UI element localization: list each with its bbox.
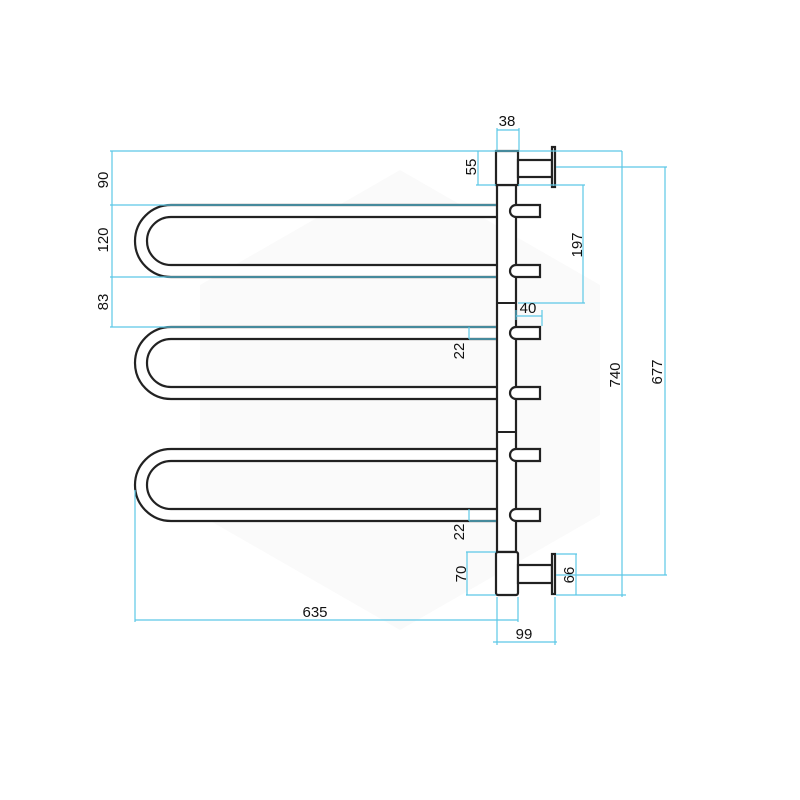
dim-22-top: 22 — [451, 343, 468, 360]
bottom-mount — [494, 550, 557, 597]
dimension-lines — [110, 128, 667, 645]
dim-740: 740 — [607, 362, 624, 387]
dim-22-bottom: 22 — [451, 524, 468, 541]
dim-40: 40 — [520, 300, 537, 317]
dim-99: 99 — [516, 626, 533, 643]
dim-55: 55 — [463, 159, 480, 176]
top-mount — [494, 145, 557, 189]
dim-66: 66 — [561, 567, 578, 584]
stubs — [508, 203, 542, 523]
dim-197: 197 — [569, 232, 586, 257]
dim-70: 70 — [453, 566, 470, 583]
vertical-bar — [495, 183, 518, 554]
dim-83: 83 — [95, 294, 112, 311]
towel-loops — [133, 203, 510, 523]
dim-120: 120 — [95, 227, 112, 252]
dim-635: 635 — [302, 604, 327, 621]
dim-677: 677 — [649, 359, 666, 384]
dim-90: 90 — [95, 172, 112, 189]
dim-38: 38 — [499, 113, 516, 130]
